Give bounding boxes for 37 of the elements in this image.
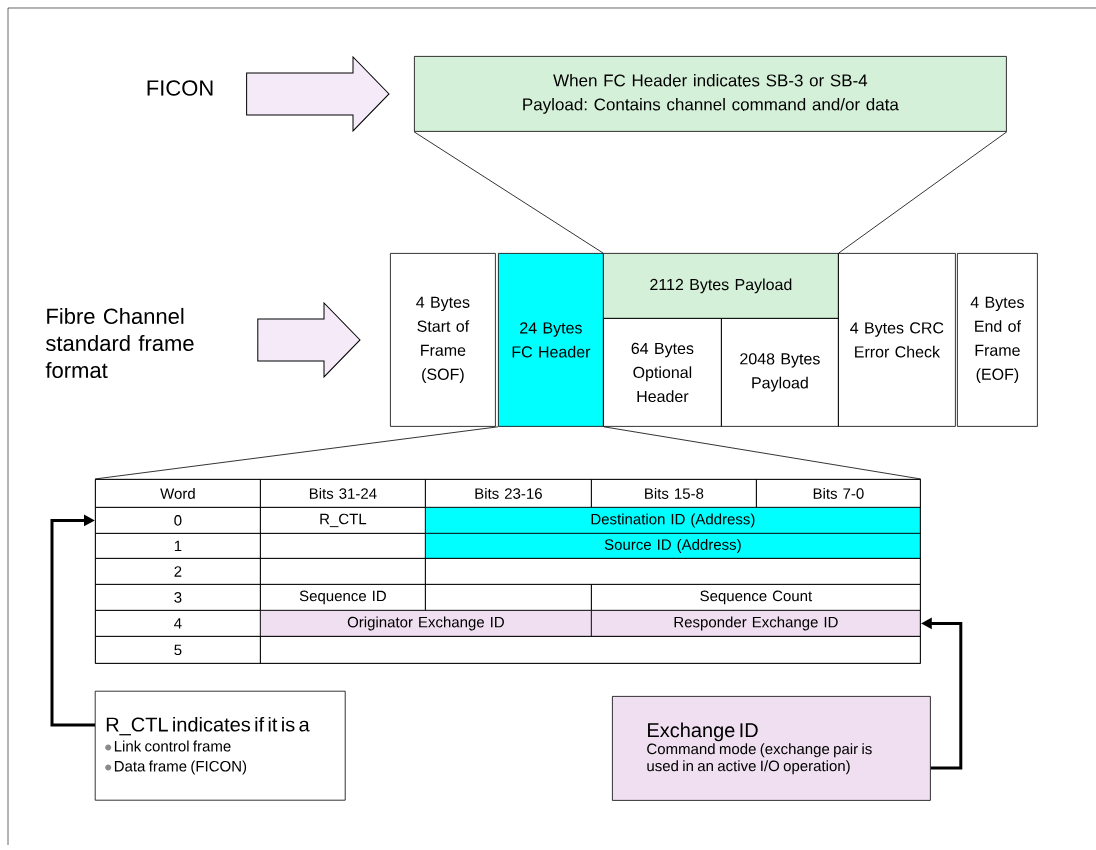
frame-field: 64 Bytes Optional Header	[603, 318, 722, 427]
word-number: 3	[95, 584, 261, 611]
table-cell: Destination ID (Address)	[425, 507, 921, 534]
word-number: 1	[95, 533, 261, 559]
frame-field: 4 Bytes Start of Frame (SOF)	[390, 253, 496, 427]
word-number: 4	[95, 610, 261, 637]
expansion-line	[413, 131, 604, 254]
header-table	[95, 479, 921, 664]
note-box: R_CTL indicates if it is a Link control frame Data frame (FICON)	[94, 690, 346, 801]
note-box: Exchange ID Command mode (exchange pair is used in an active I/O operation)	[612, 696, 931, 801]
table-cell	[425, 558, 921, 585]
word-number: 2	[95, 558, 261, 585]
expansion-line	[94, 426, 499, 480]
node-label: Word	[160, 487, 195, 499]
elbow-arrow	[50, 514, 95, 727]
side-label: FICON	[147, 80, 213, 96]
word-number: 0	[95, 507, 261, 534]
table-cell: R_CTL	[260, 507, 426, 534]
table-cell: Originator Exchange ID	[260, 610, 592, 637]
block-arrow	[246, 56, 390, 132]
side-label: Fibre Channel standard frame format	[45, 307, 194, 379]
table-cell: Responder Exchange ID	[591, 610, 921, 637]
frame-field: 4 Bytes End of Frame (EOF)	[957, 253, 1038, 427]
table-cell	[260, 533, 426, 559]
expansion-line	[838, 131, 1008, 254]
expansion-line	[603, 426, 922, 480]
payload-note-box: When FC Header indicates SB-3 or SB-4 Payload: Contains channel command and/or data	[414, 56, 1007, 132]
table-cell	[260, 558, 426, 585]
table-cell: Source ID (Address)	[425, 533, 921, 559]
table-cell	[260, 636, 921, 664]
payload-band: 2112 Bytes Payload	[603, 253, 839, 319]
column-header: Bits 31-24	[260, 479, 426, 508]
frame-field: 2048 Bytes Payload	[721, 318, 839, 427]
block-arrow	[257, 302, 361, 378]
word-number: 5	[95, 636, 261, 664]
frame-field: 24 Bytes FC Header	[498, 253, 604, 427]
frame-field: 4 Bytes CRC Error Check	[838, 253, 956, 427]
